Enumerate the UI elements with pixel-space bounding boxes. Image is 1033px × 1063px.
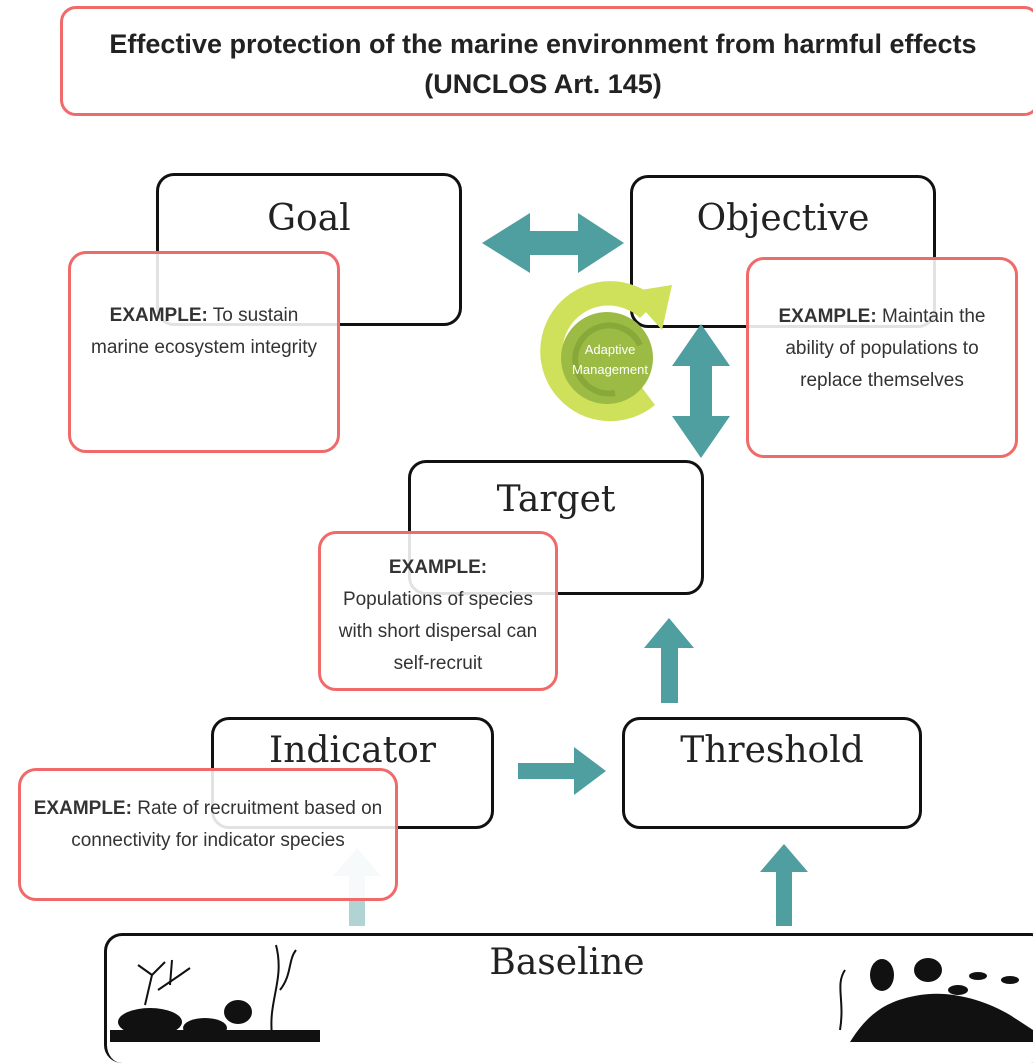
indicator-example-label: EXAMPLE:: [33, 798, 132, 819]
seabed-silhouette-right-icon: [839, 958, 1033, 1042]
up-arrow-baseline-to-threshold: [760, 844, 808, 926]
goal-example-text: To sustain marine ecosystem integrity: [91, 305, 317, 358]
threshold-label: Threshold: [680, 730, 864, 771]
objective-example-box: EXAMPLE: Maintain the ability of populat…: [746, 257, 1018, 458]
adaptive-label-line1: Adaptive: [584, 342, 636, 357]
adaptive-label-line2: Management: [572, 362, 648, 377]
right-arrow-indicator-to-threshold: [518, 747, 606, 795]
target-example-label: EXAMPLE:: [388, 557, 488, 578]
header-box: Effective protection of the marine envir…: [60, 6, 1033, 116]
adaptive-management-label: Adaptive Management: [555, 340, 665, 380]
target-label: Target: [496, 479, 616, 520]
double-arrow-vertical: [672, 324, 730, 458]
double-arrow-horizontal: [482, 213, 624, 273]
up-arrow-threshold-to-target: [644, 618, 694, 703]
goal-example-box: EXAMPLE: To sustain marine ecosystem int…: [68, 251, 340, 453]
adaptive-management-cycle-icon: [540, 281, 672, 422]
objective-label: Objective: [696, 198, 870, 239]
target-example-box: EXAMPLE: Populations of species with sho…: [318, 531, 558, 691]
header-title-line1: Effective protection of the marine envir…: [109, 29, 977, 59]
goal-example-label: EXAMPLE:: [109, 305, 208, 326]
target-example-text: Populations of species with short disper…: [338, 589, 538, 674]
indicator-example-box: EXAMPLE: Rate of recruitment based on co…: [18, 768, 398, 901]
objective-example-label: EXAMPLE:: [778, 306, 877, 327]
threshold-box: Threshold: [622, 717, 922, 829]
baseline-label: Baseline: [489, 942, 645, 983]
header-title-line2: (UNCLOS Art. 145): [424, 69, 662, 99]
indicator-label: Indicator: [269, 730, 436, 771]
indicator-example-text: Rate of recruitment based on connectivit…: [71, 798, 383, 851]
seabed-silhouette-left-icon: [110, 944, 320, 1042]
objective-example-text: Maintain the ability of populations to r…: [785, 306, 986, 391]
goal-label: Goal: [267, 198, 351, 239]
